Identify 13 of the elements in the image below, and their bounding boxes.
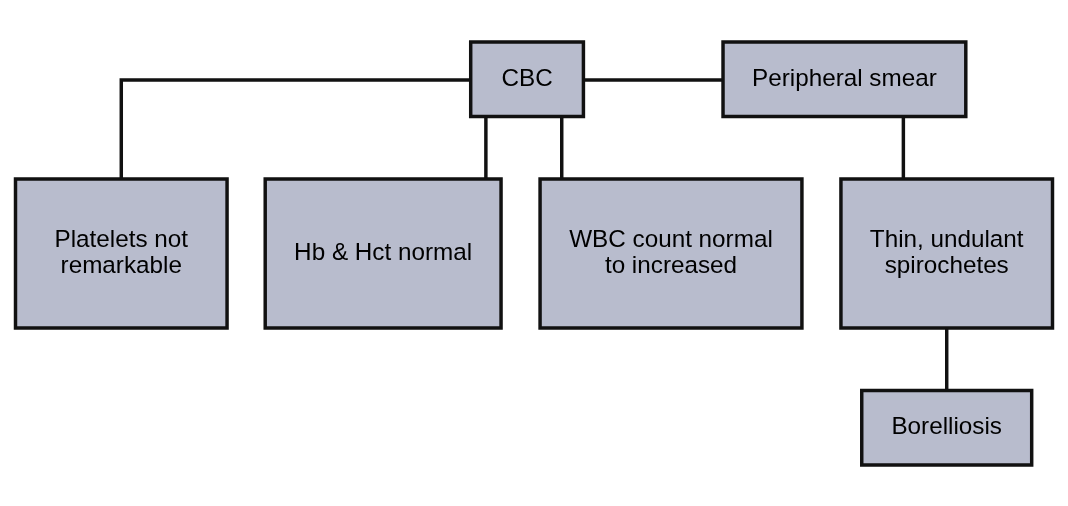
node-box: Thin, undulant spirochetes xyxy=(839,176,1055,330)
node-box: Peripheral smear xyxy=(721,39,968,118)
node-box: Borelliosis xyxy=(860,388,1034,467)
connector xyxy=(583,77,723,82)
connector xyxy=(119,77,471,178)
node-box: Platelets not remarkable xyxy=(13,176,229,330)
connector xyxy=(945,327,949,390)
node-box: Hb & Hct normal xyxy=(263,176,503,330)
node-box: WBC count normal to increased xyxy=(538,176,804,330)
connector xyxy=(901,116,906,178)
node-box: CBC xyxy=(468,39,586,118)
connector xyxy=(484,116,488,178)
connector xyxy=(560,116,564,178)
